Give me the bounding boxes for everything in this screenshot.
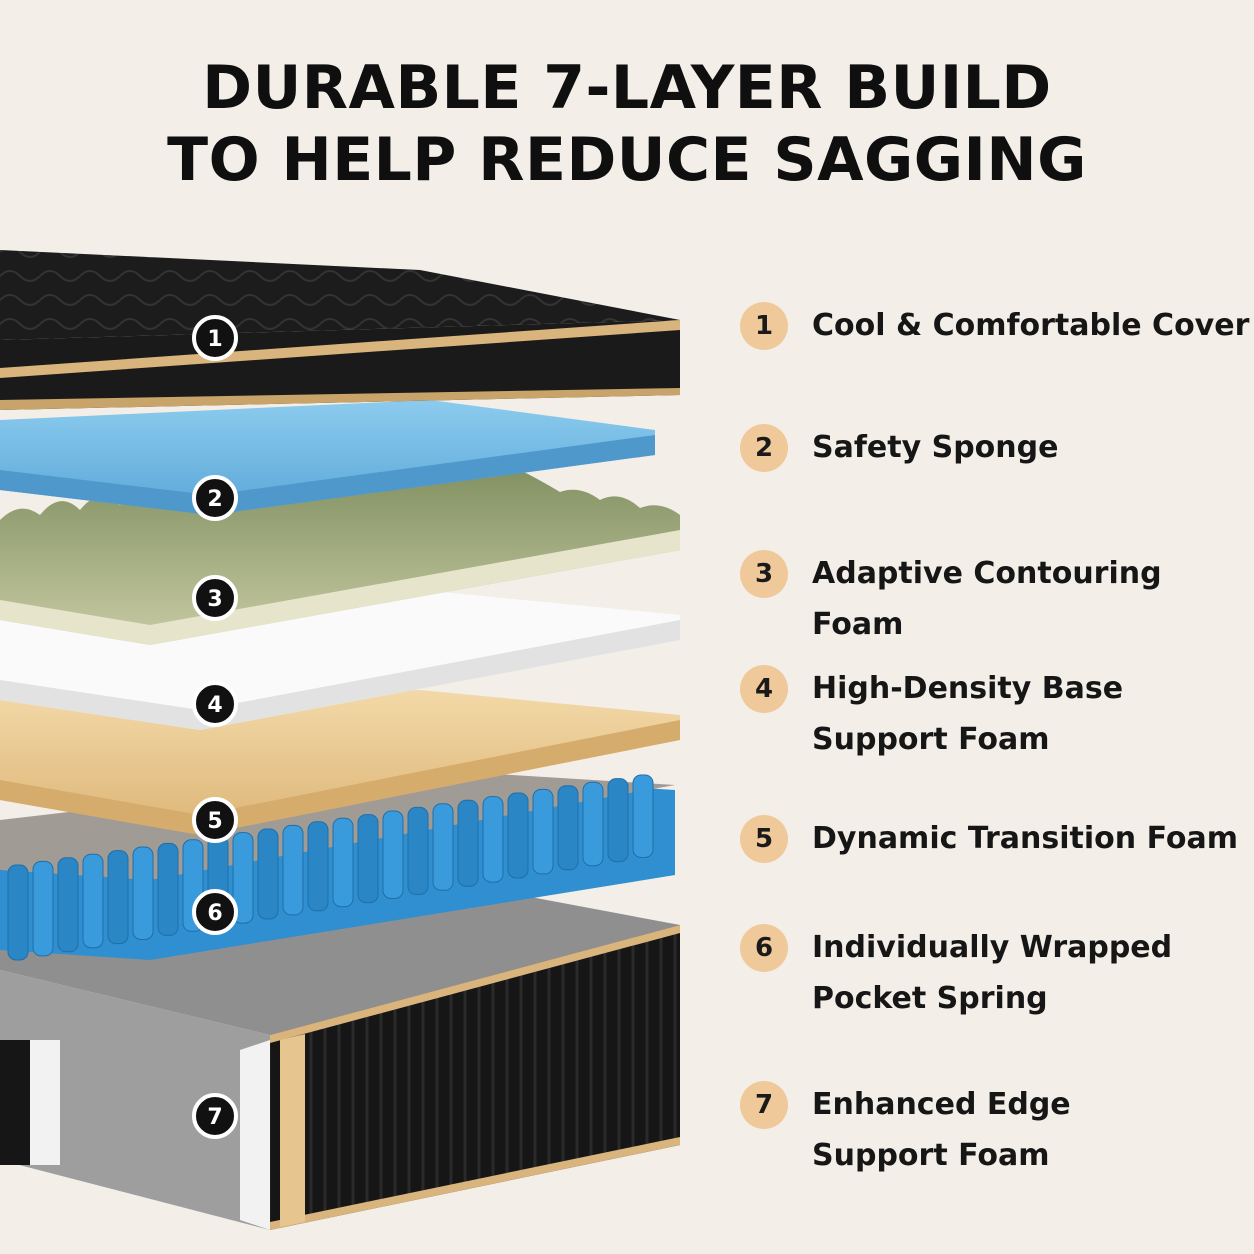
legend-label: Dynamic Transition Foam [812, 821, 1238, 856]
spring-coil [582, 781, 604, 867]
spring-coil [107, 850, 129, 945]
illustration-badge-1: 1 [192, 315, 238, 361]
illustration-badge-5: 5 [192, 797, 238, 843]
spring-coil [307, 821, 329, 912]
layer-legend: 1 Cool & Comfortable Cover 2 Safety Sponge 3… [740, 0, 1250, 1254]
spring-coil [507, 792, 529, 879]
spring-coil [132, 846, 154, 940]
legend-label: Enhanced Edge Support Foam [812, 1087, 1071, 1173]
spring-coil [232, 832, 254, 924]
spring-coil [382, 810, 404, 899]
legend-number-badge: 6 [740, 924, 788, 972]
illustration-badge-3: 3 [192, 575, 238, 621]
spring-coil [32, 860, 54, 957]
spring-coil [407, 806, 429, 895]
spring-coil [432, 803, 454, 891]
headline-line-2: TO HELP REDUCE SAGGING [167, 125, 1087, 195]
layer-6-pocket-springs [0, 770, 675, 961]
legend-label: High-Density Base Support Foam [812, 671, 1124, 757]
illustration-badge-number: 1 [207, 327, 222, 352]
legend-label: Cool & Comfortable Cover [812, 308, 1250, 343]
spring-coil [632, 774, 654, 858]
spring-coil [332, 817, 354, 908]
legend-number-badge: 3 [740, 550, 788, 598]
spring-coil [457, 799, 479, 887]
layer-5-transition-foam [0, 690, 680, 835]
legend-number-badge: 4 [740, 665, 788, 713]
layer-1-cover [0, 250, 680, 410]
spring-coil [7, 864, 29, 961]
illustration-badge-number: 5 [207, 809, 222, 834]
illustration-badge-6: 6 [192, 889, 238, 935]
illustration-badge-number: 6 [207, 901, 222, 926]
spring-coil [82, 853, 104, 949]
illustration-badge-number: 4 [207, 693, 222, 718]
spring-coil [607, 778, 629, 863]
legend-number-badge: 7 [740, 1081, 788, 1129]
spring-coil [557, 785, 579, 871]
spring-coil [157, 842, 179, 936]
spring-coil [357, 814, 379, 904]
legend-label: Adaptive Contouring Foam [812, 556, 1162, 642]
legend-label: Safety Sponge [812, 430, 1059, 465]
headline-line-1: DURABLE 7-LAYER BUILD [202, 53, 1052, 123]
illustration-badge-2: 2 [192, 475, 238, 521]
legend-number-badge: 1 [740, 302, 788, 350]
spring-coil [282, 824, 304, 916]
spring-coil [57, 857, 79, 953]
legend-label: Individually Wrapped Pocket Spring [812, 930, 1173, 1016]
illustration-badge-number: 2 [207, 487, 222, 512]
layer-2-safety-sponge [0, 400, 655, 515]
legend-number-badge: 2 [740, 424, 788, 472]
illustration-badge-7: 7 [192, 1093, 238, 1139]
legend-number-badge: 5 [740, 815, 788, 863]
spring-coil [532, 788, 554, 875]
illustration-badge-4: 4 [192, 681, 238, 727]
page-title: DURABLE 7-LAYER BUILD TO HELP REDUCE SAG… [0, 52, 1254, 196]
spring-coil [482, 796, 504, 883]
illustration-badge-number: 3 [207, 587, 222, 612]
illustration-badge-number: 7 [207, 1105, 222, 1130]
spring-coil [257, 828, 279, 920]
